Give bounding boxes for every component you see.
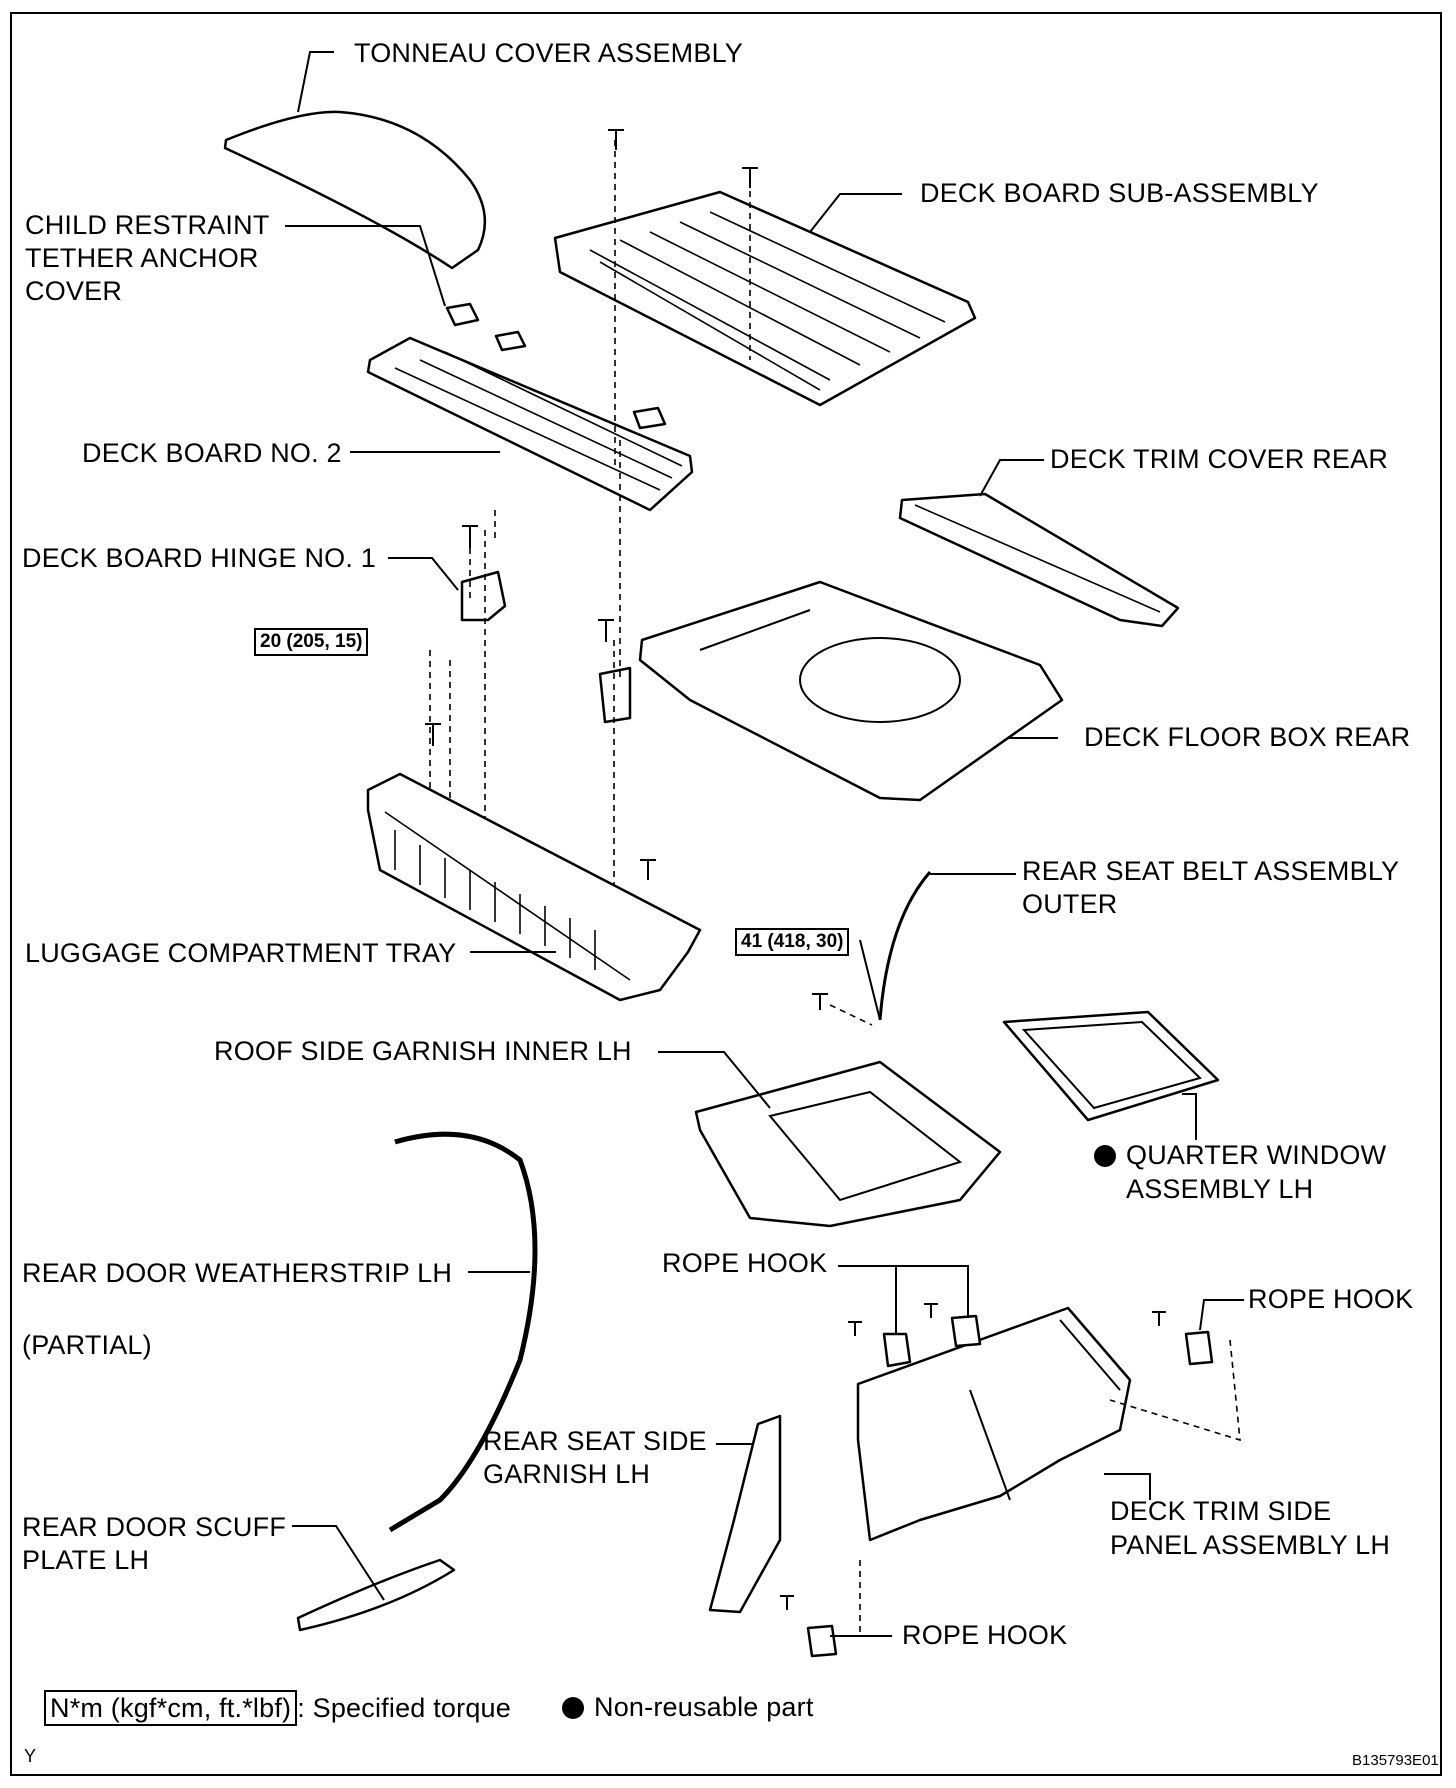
label-quarter-window-line2: ASSEMBLY LH <box>1126 1174 1314 1204</box>
label-rope-hook-bottom: ROPE HOOK <box>902 1620 1068 1650</box>
label-deck-board-sub-assembly: DECK BOARD SUB-ASSEMBLY <box>920 178 1319 208</box>
legend-nonreusable-desc: Non-reusable part <box>594 1692 814 1722</box>
label-rear-door-weatherstrip-lh: REAR DOOR WEATHERSTRIP LH <box>22 1258 453 1288</box>
label-luggage-compartment-tray: LUGGAGE COMPARTMENT TRAY <box>25 938 457 968</box>
label-quarter-window-line1: QUARTER WINDOW <box>1094 1138 1386 1172</box>
label-quarter-window-text: QUARTER WINDOW <box>1126 1140 1387 1170</box>
legend-torque-desc: : Specified torque <box>297 1693 511 1723</box>
label-deck-trim-side-line2: PANEL ASSEMBLY LH <box>1110 1530 1391 1560</box>
label-rope-hook-top: ROPE HOOK <box>662 1248 828 1278</box>
label-rear-door-scuff-line2: PLATE LH <box>22 1545 150 1575</box>
label-deck-trim-side-line1: DECK TRIM SIDE <box>1110 1496 1332 1526</box>
label-roof-side-garnish-inner-lh: ROOF SIDE GARNISH INNER LH <box>214 1036 632 1066</box>
rear-seat-side-garnish-shape <box>708 1414 782 1614</box>
quarter-window-shape <box>1002 1010 1220 1140</box>
deck-trim-cover-rear-shape <box>898 459 1180 628</box>
label-partial: (PARTIAL) <box>22 1330 152 1360</box>
deck-floor-box-rear-shape <box>638 580 1064 802</box>
label-deck-board-no2: DECK BOARD NO. 2 <box>82 438 342 468</box>
nonreusable-dot-icon <box>1094 1145 1116 1167</box>
label-deck-board-hinge-no1: DECK BOARD HINGE NO. 1 <box>22 543 376 573</box>
label-child-restraint-line3: COVER <box>25 276 123 306</box>
rope-hook-shapes <box>780 1265 1244 1658</box>
deck-board-no2-shape <box>350 336 694 512</box>
figure-id: B135793E01 <box>1352 1752 1439 1769</box>
label-deck-trim-cover-rear: DECK TRIM COVER REAR <box>1050 444 1389 474</box>
label-rear-seat-belt-line2: OUTER <box>1022 889 1118 919</box>
label-tonneau-cover-assembly: TONNEAU COVER ASSEMBLY <box>354 38 744 68</box>
label-rear-door-scuff-line1: REAR DOOR SCUFF <box>22 1512 287 1542</box>
deck-board-hinge-shapes <box>388 129 758 920</box>
rear-door-weatherstrip-shape <box>387 1131 538 1533</box>
rear-door-scuff-plate-shape <box>292 1525 456 1632</box>
label-rear-seat-side-garnish-line1: REAR SEAT SIDE <box>483 1426 707 1456</box>
label-rope-hook-right: ROPE HOOK <box>1248 1284 1414 1314</box>
label-rear-seat-belt-line1: REAR SEAT BELT ASSEMBLY <box>1022 856 1400 886</box>
nonreusable-legend-dot-icon <box>562 1697 584 1719</box>
diagram-frame <box>10 12 1442 1776</box>
child-restraint-cover-shapes <box>285 225 667 430</box>
torque-hinge: 20 (205, 15) <box>254 628 369 656</box>
legend-nonreusable: Non-reusable part <box>562 1690 814 1724</box>
label-child-restraint-line1: CHILD RESTRAINT <box>25 210 270 240</box>
tonneau-cover-shape <box>223 51 487 270</box>
luggage-compartment-tray-shape <box>366 772 702 1002</box>
label-child-restraint-line2: TETHER ANCHOR <box>25 243 259 273</box>
label-rear-seat-side-garnish-line2: GARNISH LH <box>483 1459 651 1489</box>
deck-board-sub-shape <box>553 190 977 407</box>
deck-trim-side-panel-shape <box>856 1306 1151 1542</box>
roof-side-garnish-shape <box>658 1051 1002 1228</box>
corner-letter: Y <box>24 1746 37 1766</box>
torque-seat-belt: 41 (418, 30) <box>735 928 850 956</box>
legend-torque-unit-box: N*m (kgf*cm, ft.*lbf) <box>44 1690 298 1726</box>
label-deck-floor-box-rear: DECK FLOOR BOX REAR <box>1084 722 1411 752</box>
rear-seat-belt-shape <box>812 871 1016 1026</box>
legend-torque: N*m (kgf*cm, ft.*lbf): Specified torque <box>44 1690 511 1726</box>
